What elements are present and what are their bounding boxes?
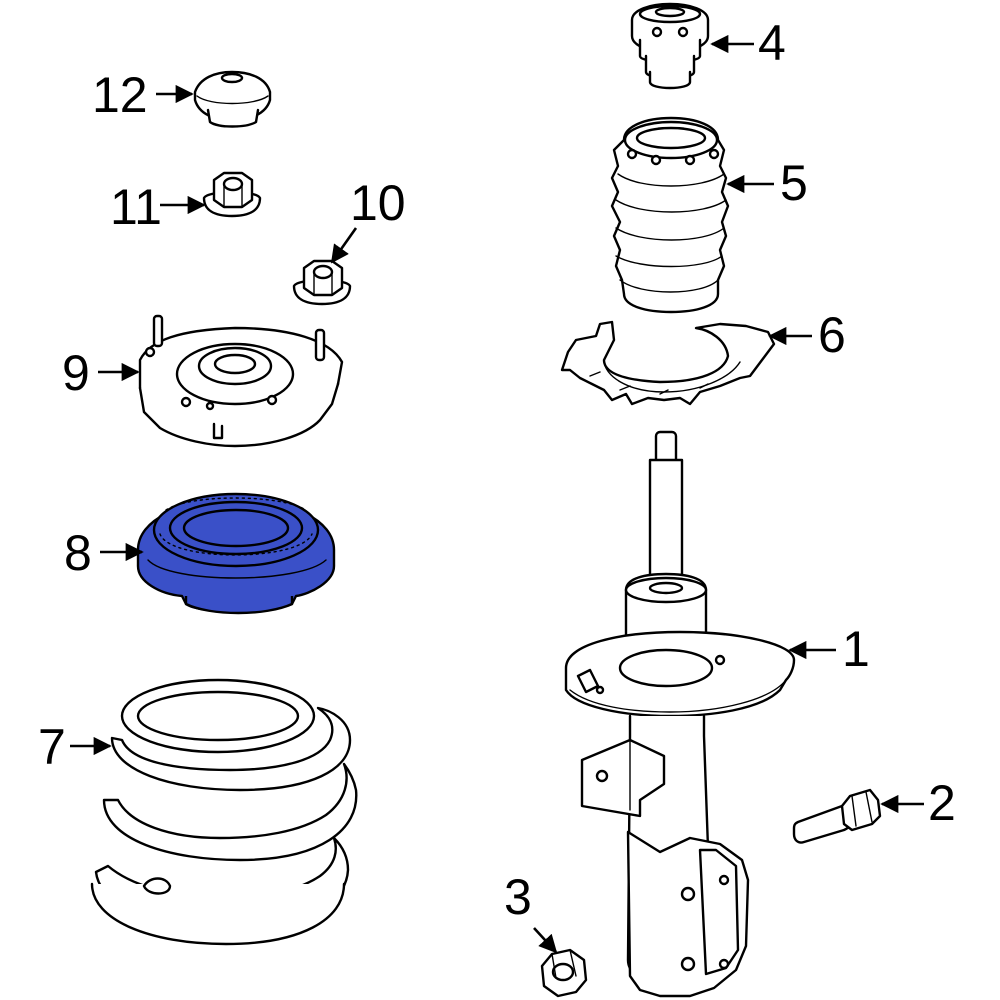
part-1-strut-assembly[interactable]	[564, 430, 796, 998]
callout-10: 10	[350, 175, 406, 231]
part-6-insulator[interactable]	[560, 320, 776, 406]
callout-numbers: 1 2 3 4 5 6 7 8 9 10 11 12	[38, 15, 956, 925]
part-2-bolt[interactable]	[792, 788, 882, 844]
leader-10	[330, 227, 358, 264]
callout-3: 3	[504, 869, 532, 925]
part-10-nut[interactable]	[292, 259, 352, 306]
callout-9: 9	[62, 345, 90, 401]
callout-8: 8	[64, 525, 92, 581]
part-11-nut[interactable]	[202, 171, 262, 218]
callout-4: 4	[758, 15, 786, 71]
part-4-bump-stop[interactable]	[630, 2, 710, 90]
callout-6: 6	[818, 307, 846, 363]
callout-5: 5	[780, 155, 808, 211]
part-7-coil-spring[interactable]	[90, 678, 358, 946]
part-9-upper-mount[interactable]	[138, 314, 344, 448]
part-8-strut-bearing[interactable]	[136, 492, 336, 615]
leader-lines	[70, 34, 924, 954]
callout-2: 2	[928, 775, 956, 831]
callout-7: 7	[38, 719, 66, 775]
callout-12: 12	[92, 67, 148, 123]
callout-1: 1	[842, 621, 870, 677]
part-3-nut[interactable]	[540, 948, 588, 998]
part-5-dust-boot[interactable]	[610, 116, 730, 314]
leader-3	[533, 927, 558, 954]
callout-11: 11	[110, 179, 162, 235]
part-12-cap[interactable]	[193, 70, 272, 128]
